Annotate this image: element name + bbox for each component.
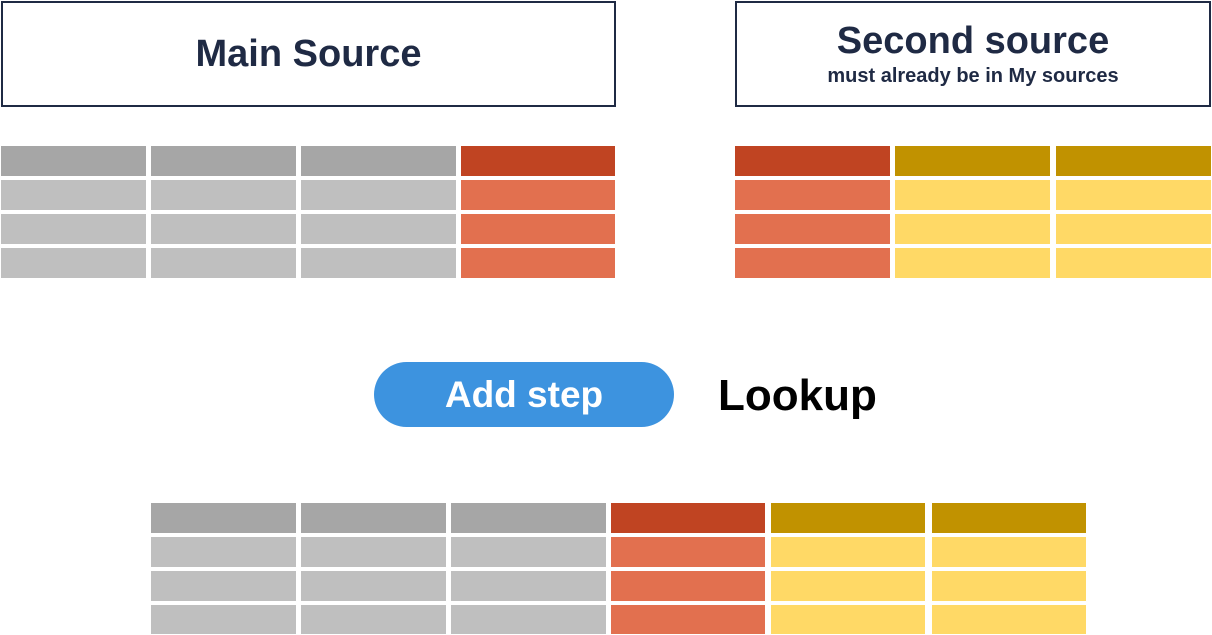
table-cell <box>151 571 296 601</box>
table-cell <box>1056 248 1211 278</box>
table-cell <box>932 537 1086 567</box>
table-cell <box>461 214 615 244</box>
table-cell <box>735 248 890 278</box>
table-cell <box>151 180 296 210</box>
table-cell <box>771 605 925 634</box>
table-cell <box>611 537 765 567</box>
add-step-button[interactable]: Add step <box>374 362 674 427</box>
table-header-cell <box>932 503 1086 533</box>
table-cell <box>301 571 446 601</box>
table-cell <box>895 248 1050 278</box>
table-cell <box>301 248 456 278</box>
table-cell <box>461 248 615 278</box>
table-cell <box>771 537 925 567</box>
table-cell <box>1 248 146 278</box>
second-source-box: Second source must already be in My sour… <box>735 1 1211 107</box>
table-cell <box>1 180 146 210</box>
table-header-cell <box>451 503 606 533</box>
table-cell <box>1056 180 1211 210</box>
table-cell <box>1 214 146 244</box>
table-cell <box>735 214 890 244</box>
table-cell <box>932 605 1086 634</box>
table-header-cell <box>301 146 456 176</box>
table-cell <box>461 180 615 210</box>
table-cell <box>301 180 456 210</box>
table-header-cell <box>895 146 1050 176</box>
table-cell <box>151 248 296 278</box>
table-header-cell <box>301 503 446 533</box>
main-source-box: Main Source <box>1 1 616 107</box>
second-source-subtitle: must already be in My sources <box>827 65 1119 87</box>
table-cell <box>771 571 925 601</box>
table-cell <box>451 571 606 601</box>
table-header-cell <box>735 146 890 176</box>
table-cell <box>1056 214 1211 244</box>
table-cell <box>611 605 765 634</box>
table-cell <box>895 214 1050 244</box>
table-header-cell <box>1056 146 1211 176</box>
table-cell <box>451 537 606 567</box>
main-source-title: Main Source <box>195 33 422 75</box>
table-header-cell <box>611 503 765 533</box>
table-cell <box>301 214 456 244</box>
second-source-title: Second source <box>836 20 1110 62</box>
table-cell <box>301 605 446 634</box>
table-header-cell <box>151 503 296 533</box>
table-cell <box>151 605 296 634</box>
table-cell <box>151 214 296 244</box>
table-cell <box>451 605 606 634</box>
table-header-cell <box>151 146 296 176</box>
table-cell <box>301 537 446 567</box>
table-header-cell <box>771 503 925 533</box>
table-cell <box>932 571 1086 601</box>
table-cell <box>735 180 890 210</box>
table-cell <box>611 571 765 601</box>
table-header-cell <box>461 146 615 176</box>
lookup-step-label: Lookup <box>718 371 877 420</box>
table-header-cell <box>1 146 146 176</box>
table-cell <box>895 180 1050 210</box>
table-cell <box>151 537 296 567</box>
